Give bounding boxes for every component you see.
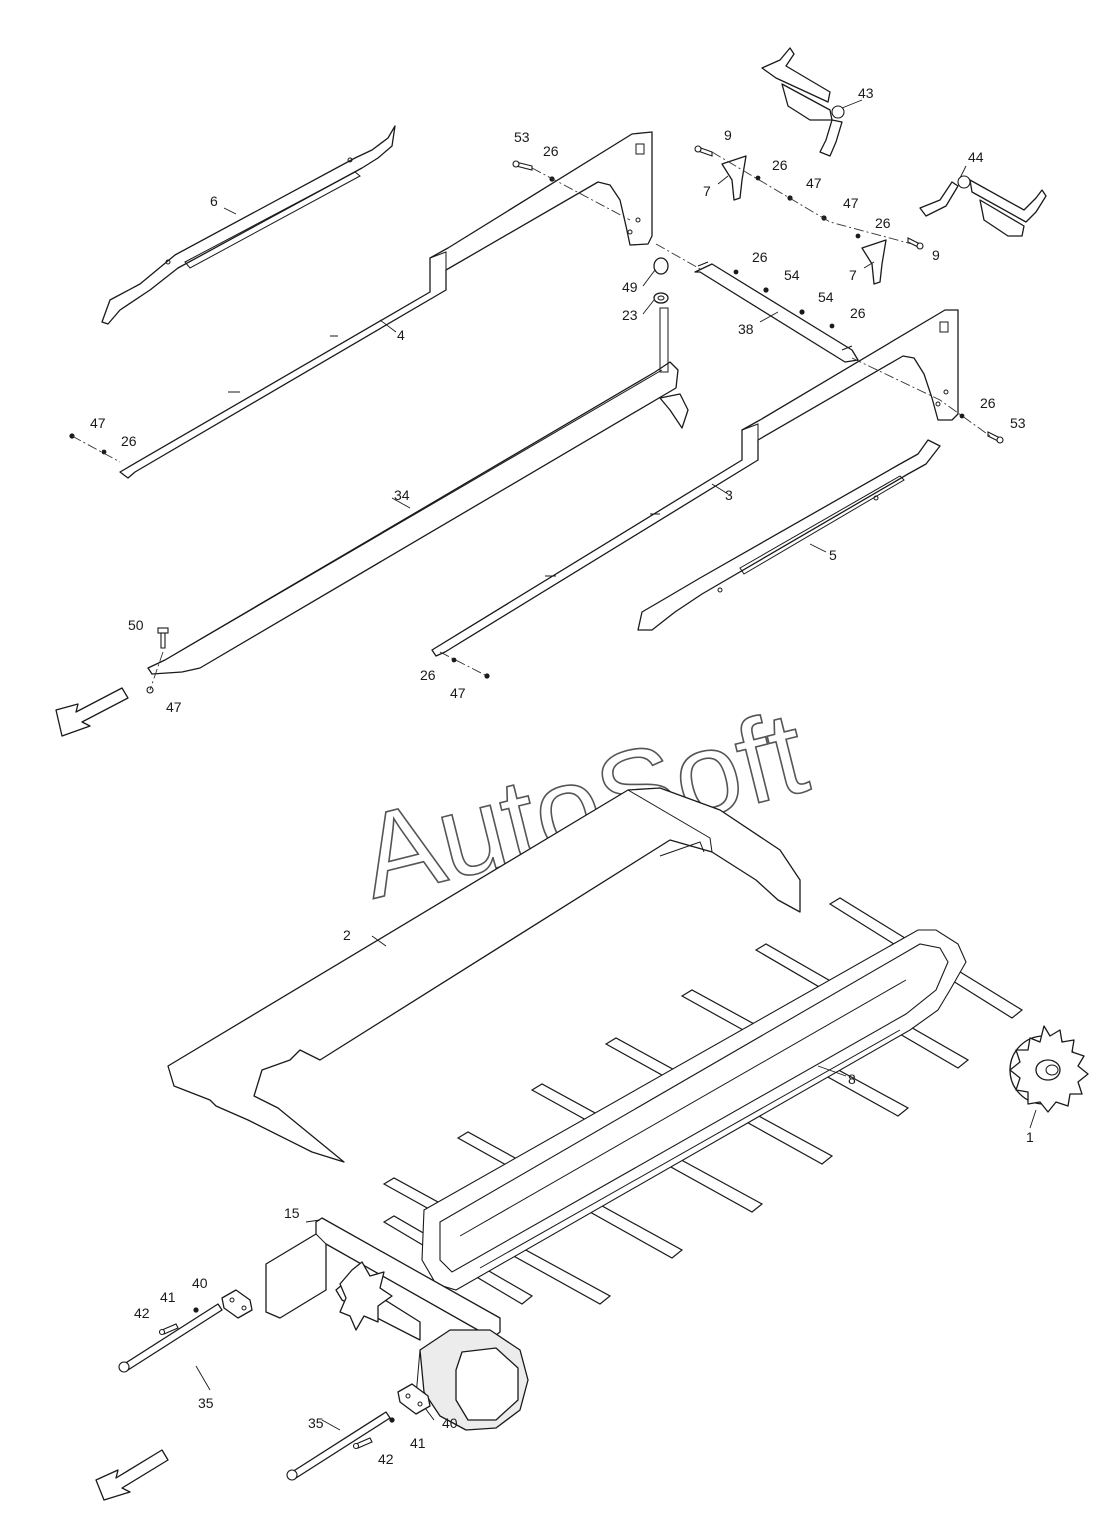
part-7-left-bracket <box>721 155 747 201</box>
part-8-slat-conveyor <box>382 897 1024 1305</box>
callout-7-right: 7 <box>849 267 857 283</box>
callout-40-upper: 40 <box>192 1275 208 1291</box>
part-5-right-guide-plate <box>637 439 941 631</box>
direction-arrow-lower <box>95 1449 169 1501</box>
callout-41-lower: 41 <box>410 1435 426 1451</box>
part-4-left-frame-rail <box>119 131 653 479</box>
callout-26-g: 26 <box>121 433 137 449</box>
callout-2: 2 <box>343 927 351 943</box>
callout-47-c: 47 <box>90 415 106 431</box>
callout-26-b: 26 <box>772 157 788 173</box>
callout-26-d: 26 <box>752 249 768 265</box>
callout-49: 49 <box>622 279 638 295</box>
callout-53-a: 53 <box>514 129 530 145</box>
callout-8: 8 <box>848 1071 856 1087</box>
callout-7-left: 7 <box>703 183 711 199</box>
center-lines <box>71 151 991 691</box>
callout-44: 44 <box>968 149 984 165</box>
callout-26-c: 26 <box>875 215 891 231</box>
callout-42-lower: 42 <box>378 1451 394 1467</box>
callout-9-top: 9 <box>724 127 732 143</box>
leader-lines <box>195 99 1037 1431</box>
part-6-left-guide-plate <box>101 125 396 325</box>
callout-1: 1 <box>1026 1129 1034 1145</box>
callout-50: 50 <box>128 617 144 633</box>
callout-26-e: 26 <box>850 305 866 321</box>
drive-motor-assembly <box>335 1261 529 1431</box>
callout-35-lower: 35 <box>308 1415 324 1431</box>
direction-arrow-upper <box>55 687 129 737</box>
callout-54-a: 54 <box>784 267 800 283</box>
callout-54-b: 54 <box>818 289 834 305</box>
part-23-washer <box>653 292 669 304</box>
callout-40-lower: 40 <box>442 1415 458 1431</box>
part-44-handle-right <box>919 175 1047 237</box>
part-43-handle-left <box>761 47 845 157</box>
part-34-center-channel <box>147 307 689 675</box>
callout-53-b: 53 <box>1010 415 1026 431</box>
part-49-nut <box>653 257 669 275</box>
callout-4: 4 <box>397 327 405 343</box>
part-1-sprocket <box>1009 1025 1089 1113</box>
callout-47-a: 47 <box>806 175 822 191</box>
callout-26-a: 26 <box>543 143 559 159</box>
callout-15: 15 <box>284 1205 300 1221</box>
part-3-right-frame-rail <box>431 309 959 657</box>
roller-chain <box>421 929 967 1291</box>
callout-38: 38 <box>738 321 754 337</box>
part-35-long-bolt-upper <box>118 1303 223 1373</box>
callout-3: 3 <box>725 487 733 503</box>
callout-47-e: 47 <box>166 699 182 715</box>
callout-35-upper: 35 <box>198 1395 214 1411</box>
upper-hardware <box>69 145 1004 694</box>
callout-41-upper: 41 <box>160 1289 176 1305</box>
callout-42-upper: 42 <box>134 1305 150 1321</box>
part-35-long-bolt-lower <box>286 1411 391 1481</box>
callout-9-right: 9 <box>932 247 940 263</box>
part-2-cover-sheet <box>167 787 801 1163</box>
callout-26-h: 26 <box>420 667 436 683</box>
callout-labels: 1 2 3 4 5 6 7 7 8 9 9 15 23 26 26 26 26 … <box>90 85 1034 1467</box>
callout-47-b: 47 <box>843 195 859 211</box>
part-38-cross-strap <box>694 261 859 363</box>
callout-26-f: 26 <box>980 395 996 411</box>
callout-5: 5 <box>829 547 837 563</box>
lower-hardware <box>158 1307 395 1450</box>
callout-23: 23 <box>622 307 638 323</box>
part-40-bracket-upper <box>221 1289 253 1319</box>
callout-47-d: 47 <box>450 685 466 701</box>
callout-34: 34 <box>394 487 410 503</box>
callout-43: 43 <box>858 85 874 101</box>
part-40-bracket-lower <box>397 1383 431 1415</box>
callout-6: 6 <box>210 193 218 209</box>
